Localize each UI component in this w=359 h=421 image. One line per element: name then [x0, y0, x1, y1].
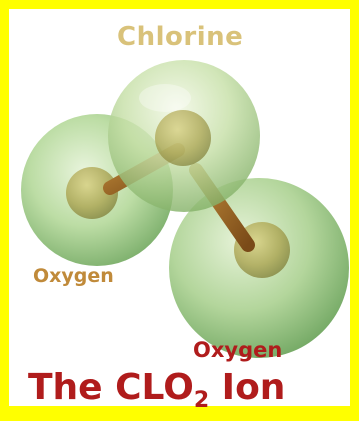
chlorine-atom: [108, 60, 260, 212]
oxygen-label-left: Oxygen: [33, 265, 114, 287]
title-prefix: The CLO: [28, 367, 194, 408]
oxygen-label-right: Oxygen: [193, 338, 283, 362]
title-subscript: 2: [193, 388, 210, 414]
title-suffix: Ion: [209, 367, 286, 408]
chlorine-label: Chlorine: [117, 22, 244, 52]
diagram-title: The CLO2 Ion: [28, 368, 285, 421]
